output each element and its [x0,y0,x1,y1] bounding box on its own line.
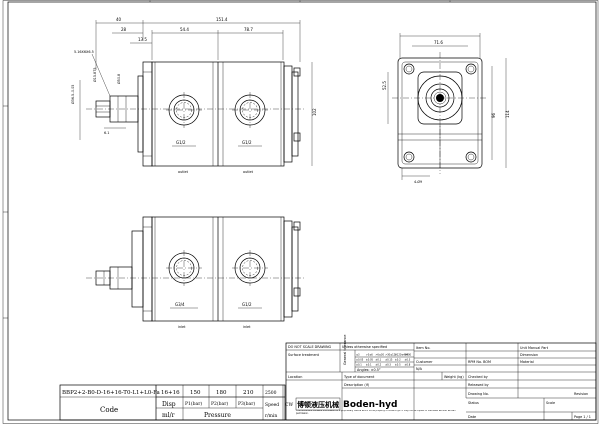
tb-revision: Revision [574,392,588,396]
tb-description: Description (if) [344,383,370,387]
spec-p3-label: P3(bar) [238,400,255,407]
front-view: 40 151.4 28 13.5 54.4 78.7 [70,17,317,174]
tb-scale: Scale [546,401,555,405]
title-block: DO NOT SCALE DRAWING Surface treatment U… [285,335,597,421]
tolerance-cell: >120≤400 [395,354,409,357]
port-thread-right: G1/2 [242,140,252,145]
port-label-bottom-left: inlet [178,325,186,329]
dim-6-1: 6.1 [104,131,109,135]
tb-customer-value: N/A [416,367,423,371]
dim-side-114: 114 [505,110,510,118]
dim-phi-c: Ø36.5–0.05 [70,85,75,104]
dim-keyway: 5.16X6X6.5 [74,50,94,54]
port-thread-left: G1/2 [176,140,186,145]
tb-checked: Checked by [468,375,488,379]
spec-speed-unit: r/min [265,413,277,419]
dim-flange-offset: 40 [116,17,122,22]
tolerance-cell: ≤3 [356,354,360,357]
spec-table: BBP2+2-B0-D-16+16-T0-L1+L0-Fa Code 16+16… [59,384,293,421]
tolerance-cell: ±0.2 [375,364,381,367]
tolerance-cell: ±0.8 [405,364,411,367]
tb-weight: Weight (kg) [444,375,464,379]
tolerance-cell: >400 [405,354,412,357]
spec-speed-label: Speed [265,402,279,408]
tb-dimension: Dimension [520,353,538,357]
tolerance-cell: >6≤30 [375,354,384,357]
tb-item-no: Item No. [416,346,430,350]
tb-released: Released by [468,383,489,387]
tb-do-not-scale: DO NOT SCALE DRAWING [288,345,332,349]
dim-54-4: 54.4 [180,27,189,32]
tb-copyright: This document contains information of a … [296,410,456,415]
dim-side-holes: 4-Ø9 [414,179,422,184]
dim-13-5: 13.5 [138,37,147,42]
dim-side-52-5: 52.5 [382,81,387,90]
spec-code-label: Code [100,406,118,414]
dim-overall-length: 151.4 [216,17,228,22]
dim-phi-a: Ø15.875 [92,67,97,82]
tolerance-cell: ±0.05 [356,359,364,362]
dim-side-width: 71.6 [434,40,443,45]
tb-location: Location [288,375,302,379]
tb-unless: Unless otherwise specified [342,345,387,349]
plan-view: G3/4 G1/2 inlet inlet [86,216,305,329]
tolerance-cell: ±0.15 [385,359,393,362]
port-label-top-left: outlet [178,170,189,174]
spec-p2-value: 180 [216,390,227,396]
tb-material: Material [520,360,534,364]
tb-rpm: RPM No. BOM [468,360,491,364]
tb-unit-manual: Unit Manual Part [520,346,549,350]
tolerance-cell: ±0.05 [366,359,374,362]
dim-28: 28 [121,27,127,32]
port-label-bottom-right: inlet [243,325,251,329]
tolerance-cell: ±0.5 [395,364,401,367]
spec-disp-label: Disp [162,401,176,408]
spec-pressure-label: Pressure [204,412,231,419]
tolerance-cell: >3≤6 [366,354,374,357]
spec-speed-value: 2500 [265,390,277,396]
tb-type-doc: Type of document [343,375,375,379]
dim-side-96: 96 [491,112,496,118]
brand-cn: 博顿液压机械 [297,400,339,409]
tb-tolerance: General tolerance [343,335,347,365]
port-thread-bottom-left: G3/4 [175,302,185,307]
tb-status: Status [468,401,479,405]
tolerance-cell: >30≤120 [385,354,397,357]
tb-customer: Customer [416,360,433,364]
tb-date: Date [468,415,476,419]
tolerance-cell: ±0.1 [366,364,372,367]
dim-78-7: 78.7 [244,27,253,32]
tb-angles: Angles: ±0.5° [357,368,381,372]
port-label-top-right: outlet [243,170,254,174]
tolerance-cell: ±0.2 [395,359,401,362]
side-view: 71.6 52.5 96 114 4-Ø9 [382,33,510,184]
dim-102: 102 [312,108,317,116]
dim-phi-b: Ø50.8 [116,74,121,84]
spec-disp-value: 16+16 [161,390,180,396]
tolerance-cell: ±0.1 [356,364,362,367]
tb-drawing-no: Drawing No. [468,392,489,396]
spec-rotation: CW [285,402,293,408]
port-thread-bottom-right: G1/2 [242,302,252,307]
spec-p3-value: 210 [243,390,254,396]
tb-surface: Surface treatment [288,353,320,357]
spec-p2-label: P2(bar) [211,400,228,407]
spec-p1-value: 150 [190,390,201,396]
spec-p1-label: P1(bar) [185,400,202,407]
spec-disp-unit: ml/r [162,412,175,419]
tolerance-cell: ±0.3 [385,364,391,367]
tolerance-values: ≤3 >3≤6>6≤30>30≤120>120≤400>400 ±0.05±0.05… [356,354,412,367]
tolerance-cell: ±0.1 [375,359,381,362]
tb-sheet: Page 1 / 1 [574,415,591,419]
spec-model-code: BBP2+2-B0-D-16+16-T0-L1+L0-Fa [62,390,161,396]
brand-en: Boden-hyd [343,400,397,410]
tolerance-cell: ±0.3 [405,359,411,362]
